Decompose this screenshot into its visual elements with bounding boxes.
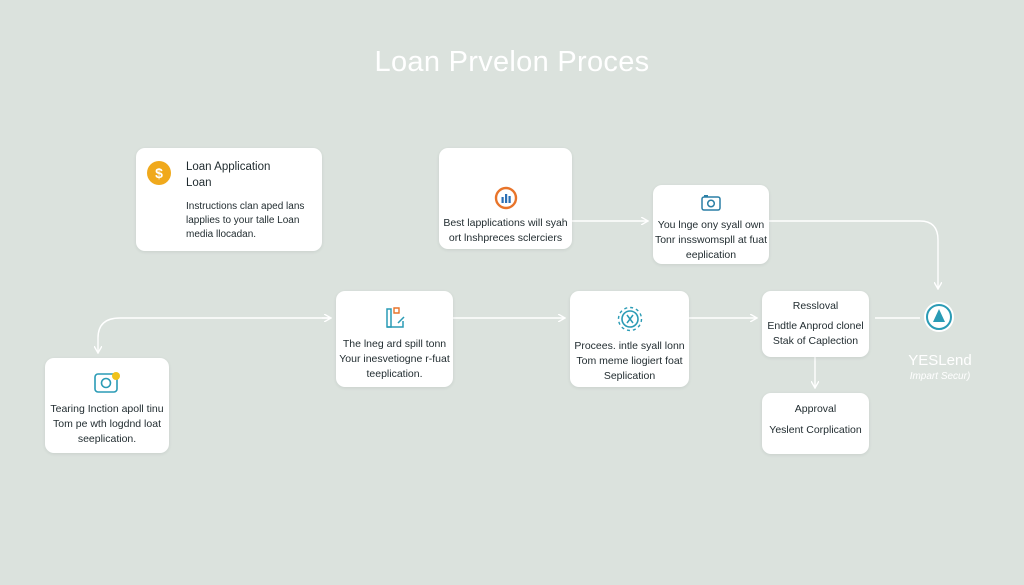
node-line: Instructions clan aped lans xyxy=(186,201,305,212)
node-approval: Approval Yeslent Corplication xyxy=(762,393,869,454)
node-loan-application: $ Loan Application Loan Instructions cla… xyxy=(136,148,322,251)
node-line: seeplication. xyxy=(77,433,137,445)
node-line: Tom pe wth logdnd loat xyxy=(53,418,161,430)
node-title: Approval xyxy=(794,403,837,415)
node-line: Your inesvetiogne r-fuat xyxy=(339,353,450,365)
node-proceess: Procees. intle syall lonn Tom meme liogi… xyxy=(570,291,689,387)
node-line: Yeslent Corplication xyxy=(769,424,862,436)
arrow-to-training xyxy=(98,317,330,352)
node-line: You lnge ony syall own xyxy=(657,219,765,231)
dollar-coin-icon: $ xyxy=(147,161,171,185)
node-line: Stak of Caplection xyxy=(772,335,859,347)
node-line: Tom meme liogiert foat xyxy=(576,355,683,367)
bar-chart-icon xyxy=(494,186,518,210)
node-line: Seplication xyxy=(603,370,656,382)
node-line: Tearing Inction apoll tinu xyxy=(50,403,164,415)
node-ressloval: Ressloval Endtle Anprod clonel Stak of C… xyxy=(762,291,869,357)
node-best-applications: Best lapplications will syah ort lnshpre… xyxy=(439,148,572,249)
brand-name: YESLend xyxy=(908,352,972,369)
node-line: Best lapplications will syah xyxy=(443,217,568,229)
node-line: Tonr insswomspll at fuat xyxy=(654,234,768,246)
brand-tagline: Impart Secur) xyxy=(909,371,971,382)
node-subtitle: Loan xyxy=(186,177,212,189)
arrow-you-to-brand xyxy=(769,220,938,288)
camera-icon xyxy=(701,195,721,211)
node-line: teeplication. xyxy=(366,368,423,380)
node-training: Tearing Inction apoll tinu Tom pe wth lo… xyxy=(45,358,169,453)
camera-settings-icon xyxy=(94,372,120,393)
water-drop-icon xyxy=(924,302,954,332)
node-line: The lneg ard spill tonn xyxy=(342,338,447,350)
node-you-inge: You lnge ony syall own Tonr insswomspll … xyxy=(653,185,769,264)
node-line: Endtle Anprod clonel xyxy=(767,320,864,332)
node-line: media llocadan. xyxy=(186,229,257,240)
node-line: eeplication xyxy=(685,249,737,261)
node-line: Procees. intle syall lonn xyxy=(574,340,685,352)
diagram-title: Loan Prvelon Proces xyxy=(374,46,650,78)
node-title: Loan Application xyxy=(186,161,271,173)
node-the-inge: The lneg ard spill tonn Your inesvetiogn… xyxy=(336,291,453,387)
node-line: ort lnshpreces sclerciers xyxy=(448,232,563,244)
gear-icon xyxy=(617,306,642,332)
document-pen-icon xyxy=(385,307,405,328)
brand-block: YESLend Impart Secur) xyxy=(895,352,985,382)
node-line: lapplies to your talle Loan xyxy=(186,215,300,226)
node-title: Ressloval xyxy=(792,300,839,312)
